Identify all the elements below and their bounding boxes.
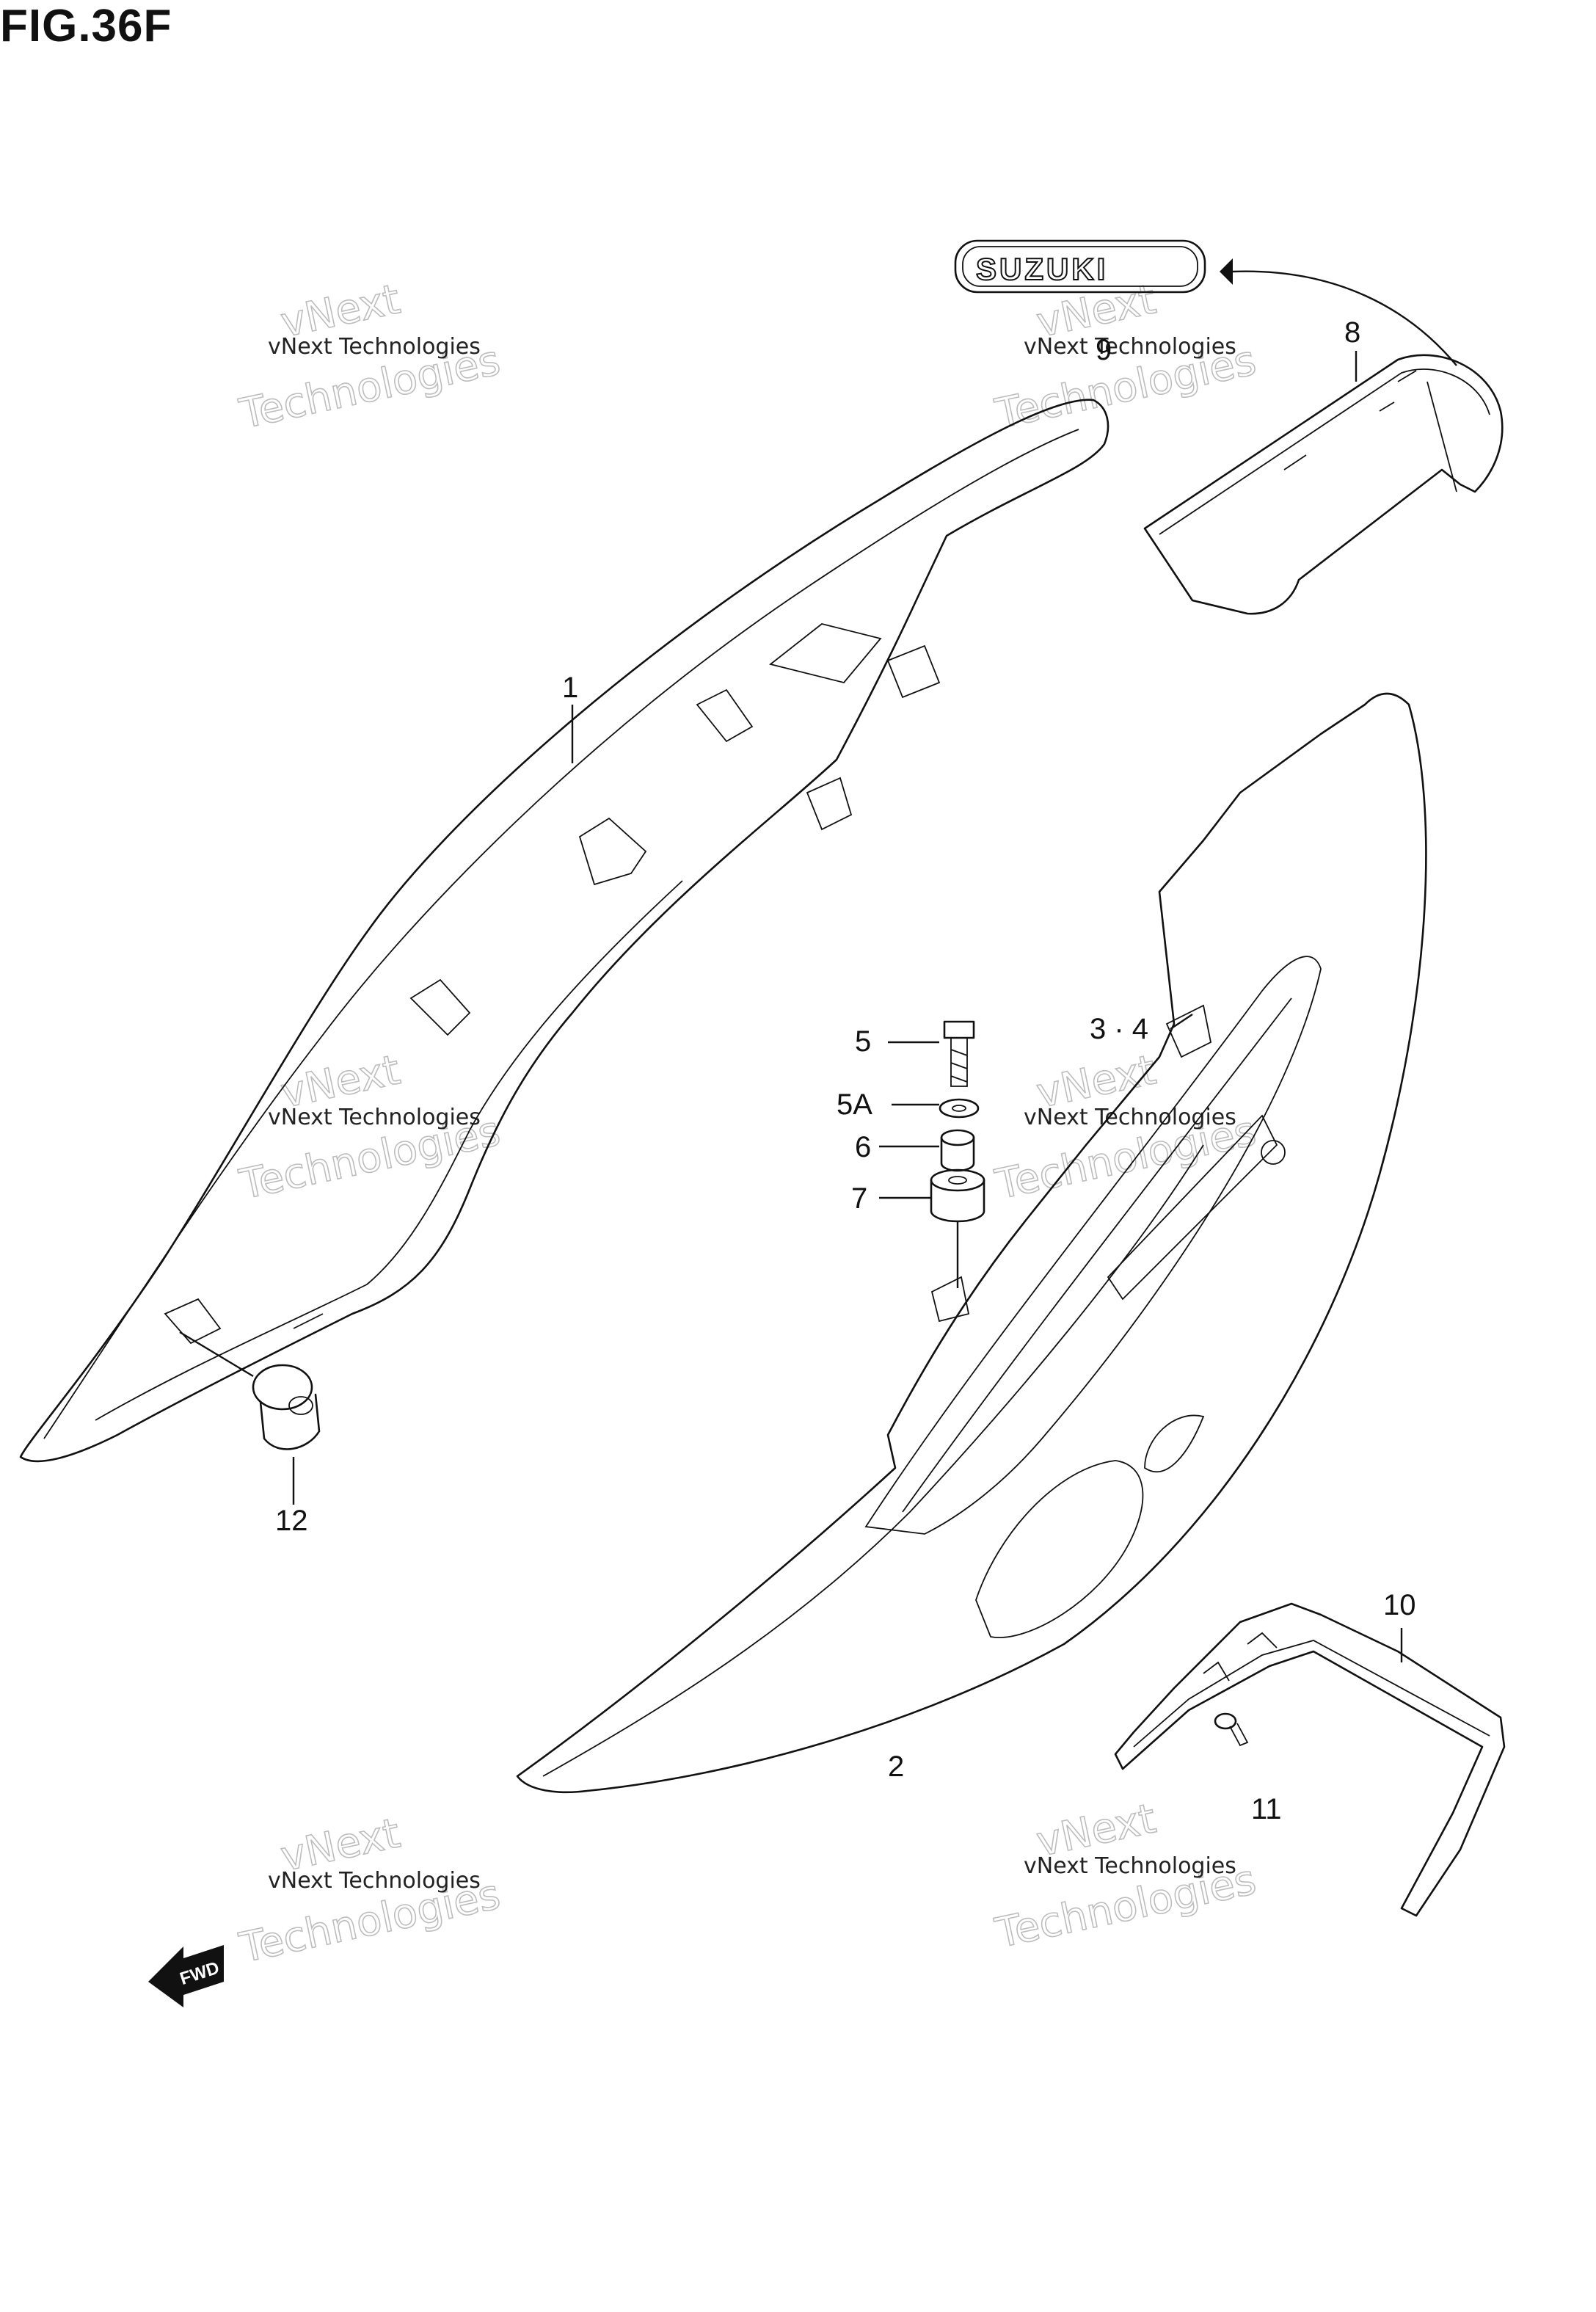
callout-7: 7 (851, 1182, 867, 1215)
frame-cover-left (19, 399, 1109, 1463)
callout-2: 2 (888, 1751, 904, 1783)
callout-11: 11 (1251, 1793, 1282, 1825)
callout-9: 9 (1096, 334, 1112, 366)
callout-3-4: 3 · 4 (1090, 1013, 1148, 1045)
forward-direction-arrow: FWD (148, 1945, 224, 2007)
figure-title: FIG.36F (0, 1, 172, 51)
callout-5: 5 (855, 1025, 871, 1058)
suzuki-emblem: SUZUKI (954, 239, 1206, 294)
leader-lines (179, 351, 1403, 1662)
grommet-7 (930, 1168, 985, 1223)
watermark-line2: vNext Technologies (1024, 334, 1236, 360)
watermark-line2: vNext Technologies (268, 1868, 481, 1894)
callout-10: 10 (1383, 1589, 1416, 1621)
watermark-line2: vNext Technologies (1024, 1853, 1236, 1879)
callout-1: 1 (562, 672, 578, 704)
rear-bracket-10 (1114, 1602, 1506, 1917)
screw-11 (1214, 1712, 1249, 1747)
bolt-5 (943, 1020, 975, 1087)
callout-5a: 5A (837, 1088, 872, 1121)
callout-8: 8 (1344, 316, 1360, 349)
callout-12: 12 (275, 1505, 308, 1537)
callout-labels: 1 2 3 · 4 5 5A 6 7 8 9 10 11 12 (275, 316, 1416, 1825)
rear-seat-cowl (1143, 354, 1504, 615)
frame-cover-right (516, 692, 1427, 1794)
watermark-line2: vNext Technologies (268, 1105, 481, 1130)
emblem-text: SUZUKI (976, 252, 1108, 286)
watermark-line2: vNext Technologies (1024, 1105, 1236, 1130)
collar-6 (940, 1129, 975, 1172)
watermark-line2: vNext Technologies (268, 334, 481, 360)
callout-6: 6 (855, 1131, 871, 1163)
emblem-placement-arrow (1220, 258, 1457, 366)
washer-5a (939, 1098, 980, 1119)
grommet-12 (252, 1364, 321, 1450)
